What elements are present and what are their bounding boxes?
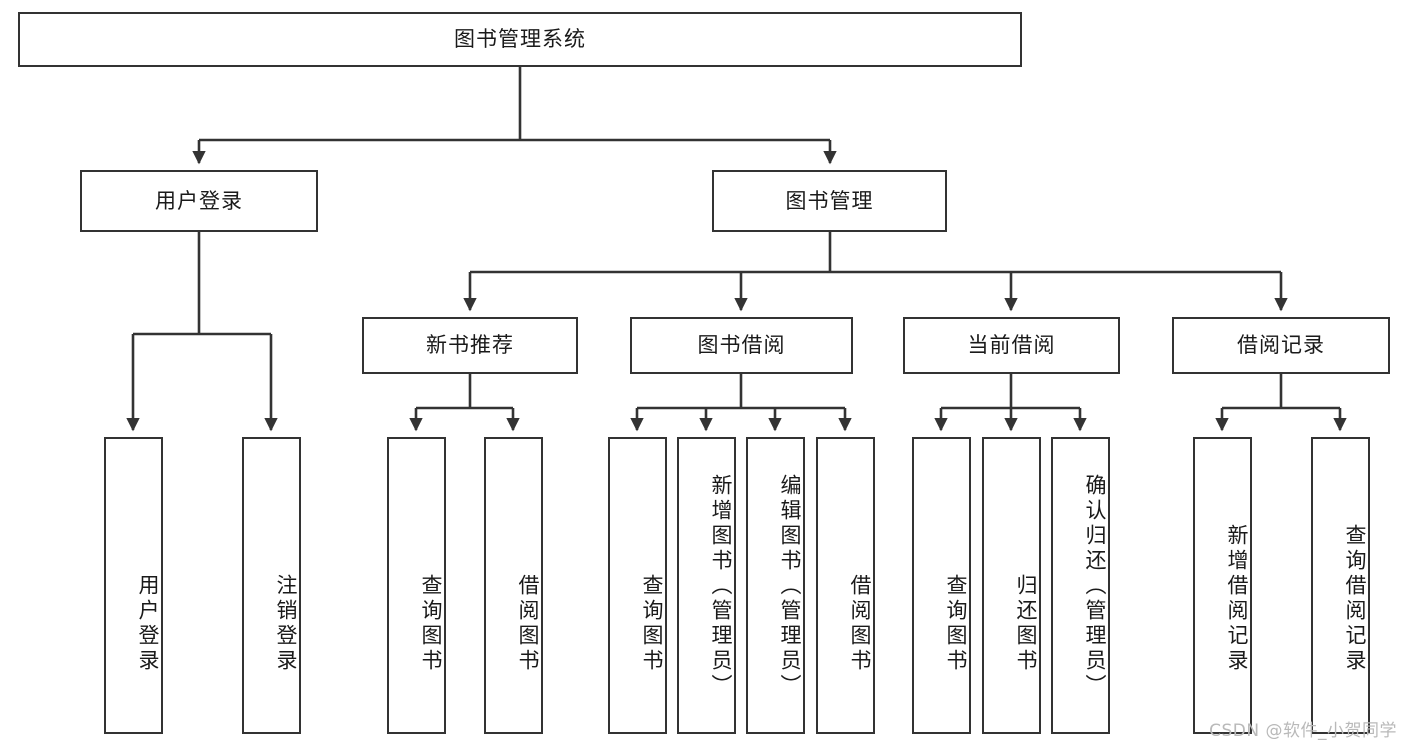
node-label: 归还图书	[1014, 574, 1038, 674]
leaf-query-book-borrow[interactable]: 查询图书	[608, 437, 667, 734]
node-label: 借阅记录	[1237, 333, 1325, 358]
node-label: 用户登录	[136, 574, 160, 674]
node-label: 图书管理系统	[454, 27, 586, 52]
leaf-query-borrow-record[interactable]: 查询借阅记录	[1311, 437, 1370, 734]
leaf-user-login[interactable]: 用户登录	[104, 437, 163, 734]
node-new-book-recommend[interactable]: 新书推荐	[362, 317, 578, 374]
node-label: 图书管理	[785, 188, 874, 213]
node-label: 查询借阅记录	[1343, 524, 1367, 674]
node-current-borrow[interactable]: 当前借阅	[903, 317, 1120, 374]
node-root-book-management-system[interactable]: 图书管理系统	[18, 12, 1022, 67]
node-label: 编辑图书（管理员）	[778, 474, 802, 699]
node-label: 当前借阅	[967, 333, 1056, 358]
node-label: 图书借阅	[697, 333, 786, 358]
node-label: 查询图书	[944, 574, 968, 674]
node-label: 查询图书	[419, 574, 443, 674]
leaf-add-book-admin[interactable]: 新增图书（管理员）	[677, 437, 736, 734]
node-label: 用户登录	[155, 188, 243, 213]
node-book-borrow[interactable]: 图书借阅	[630, 317, 853, 374]
leaf-borrow-book-recommend[interactable]: 借阅图书	[484, 437, 543, 734]
node-book-management[interactable]: 图书管理	[712, 170, 947, 232]
leaf-edit-book-admin[interactable]: 编辑图书（管理员）	[746, 437, 805, 734]
node-label: 新增图书（管理员）	[709, 474, 733, 699]
leaf-logout-login[interactable]: 注销登录	[242, 437, 301, 734]
leaf-borrow-book[interactable]: 借阅图书	[816, 437, 875, 734]
leaf-return-book[interactable]: 归还图书	[982, 437, 1041, 734]
node-label: 注销登录	[274, 574, 298, 674]
leaf-query-book-current[interactable]: 查询图书	[912, 437, 971, 734]
node-label: 新书推荐	[426, 333, 514, 358]
node-label: 确认归还（管理员）	[1083, 474, 1107, 699]
node-borrow-record[interactable]: 借阅记录	[1172, 317, 1390, 374]
node-label: 借阅图书	[848, 574, 872, 674]
leaf-add-borrow-record[interactable]: 新增借阅记录	[1193, 437, 1252, 734]
node-label: 借阅图书	[516, 574, 540, 674]
node-label: 新增借阅记录	[1225, 524, 1249, 674]
leaf-query-book-recommend[interactable]: 查询图书	[387, 437, 446, 734]
node-label: 查询图书	[640, 574, 664, 674]
node-user-login[interactable]: 用户登录	[80, 170, 318, 232]
leaf-confirm-return-admin[interactable]: 确认归还（管理员）	[1051, 437, 1110, 734]
